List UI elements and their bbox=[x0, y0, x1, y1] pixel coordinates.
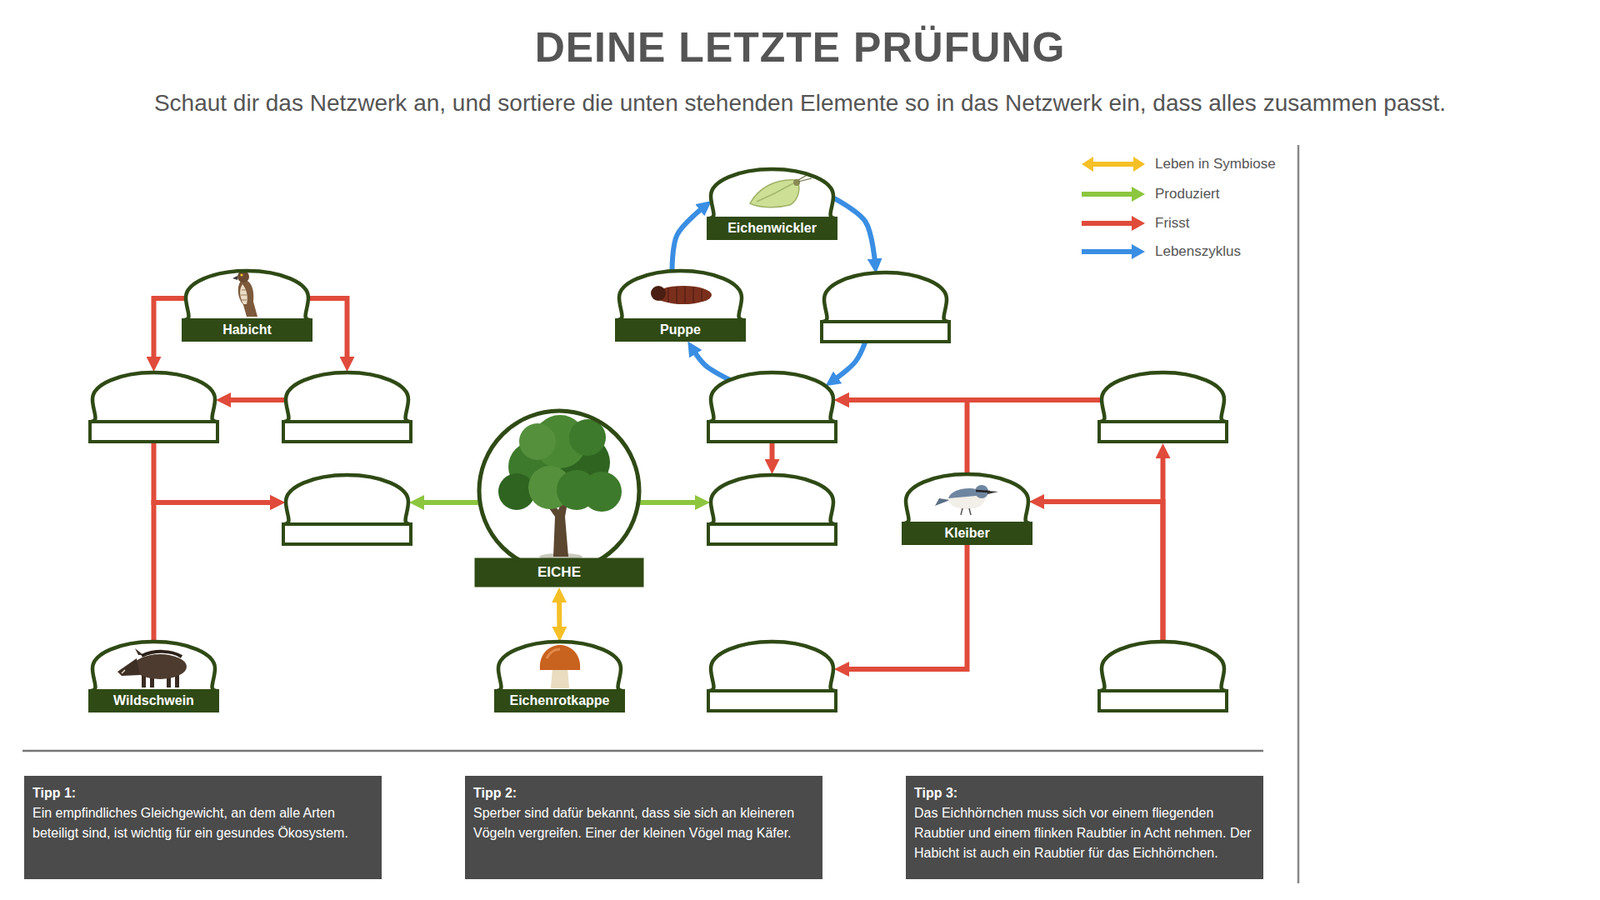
node-outline bbox=[475, 409, 643, 586]
legend-row: Lebenszyklus bbox=[1081, 242, 1241, 261]
node-label-bar: Eichenwickler bbox=[708, 218, 836, 239]
node-label: Eichenrotkappe bbox=[509, 693, 610, 709]
legend-swatch bbox=[1081, 242, 1147, 261]
node-outline bbox=[708, 370, 836, 442]
empty-slot bbox=[283, 472, 411, 545]
connector-arrow bbox=[154, 441, 278, 503]
node-label-bar: Kleiber bbox=[903, 523, 1031, 544]
connector-arrow bbox=[671, 205, 705, 272]
node-outline bbox=[708, 639, 836, 711]
connector-arrow bbox=[834, 198, 875, 265]
tip-box: Tipp 3:Das Eichhörnchen muss sich vor ei… bbox=[905, 775, 1264, 880]
node-outline bbox=[283, 370, 411, 442]
tip-box: Tipp 2:Sperber sind dafür bekannt, dass … bbox=[465, 775, 823, 880]
tip-body: Das Eichhörnchen muss sich vor einem fli… bbox=[914, 803, 1255, 864]
species-node: Eichenrotkappe bbox=[495, 639, 624, 711]
node-label: Wildschwein bbox=[113, 693, 195, 709]
node-label-bar: Wildschwein bbox=[90, 690, 218, 711]
nuthatch-icon bbox=[935, 485, 999, 515]
oak-tree-icon bbox=[498, 415, 622, 560]
legend-row: Produziert bbox=[1081, 185, 1220, 204]
species-node: Habicht bbox=[183, 268, 311, 340]
connector-arrow bbox=[154, 298, 186, 364]
node-label-bar: Eichenrotkappe bbox=[495, 690, 624, 711]
tree-node: EICHE bbox=[475, 409, 643, 586]
node-label-bar: EICHE bbox=[475, 559, 643, 586]
node-label: Kleiber bbox=[944, 525, 990, 541]
pupa-icon bbox=[650, 285, 712, 305]
node-label-bar: Habicht bbox=[183, 320, 311, 340]
node-label: Eichenwickler bbox=[727, 220, 817, 236]
tip-heading: Tipp 1: bbox=[32, 783, 374, 804]
node-label: Puppe bbox=[660, 322, 701, 338]
page-subtitle: Schaut dir das Netzwerk an, und sortiere… bbox=[0, 90, 1600, 117]
connector-arrow bbox=[842, 543, 968, 670]
empty-slot bbox=[708, 472, 836, 545]
legend-swatch bbox=[1081, 155, 1147, 174]
connector-arrow bbox=[637, 500, 702, 505]
empty-slot bbox=[708, 370, 836, 442]
connector-arrow bbox=[692, 348, 730, 380]
legend-row: Leben in Symbiose bbox=[1081, 155, 1276, 174]
connector-arrow bbox=[842, 400, 968, 475]
species-node: Kleiber bbox=[903, 471, 1031, 544]
empty-slot bbox=[90, 370, 218, 442]
moth-icon bbox=[750, 173, 812, 208]
node-outline bbox=[821, 270, 950, 342]
node-outline bbox=[283, 472, 411, 545]
separator-line bbox=[1297, 145, 1300, 884]
tip-heading: Tipp 2: bbox=[473, 783, 815, 804]
species-node: Puppe bbox=[616, 268, 745, 340]
empty-slot bbox=[821, 270, 950, 342]
empty-slot bbox=[283, 370, 411, 442]
page-title: DEINE LETZTE PRÜFUNG bbox=[0, 23, 1600, 72]
legend-text: Produziert bbox=[1155, 185, 1220, 203]
legend-text: Leben in Symbiose bbox=[1155, 155, 1276, 173]
connector-arrow bbox=[154, 502, 278, 642]
empty-slot bbox=[708, 639, 836, 711]
boar-icon bbox=[117, 648, 187, 688]
connector-arrow bbox=[417, 500, 481, 505]
separator-line bbox=[22, 750, 1264, 753]
tip-heading: Tipp 3: bbox=[914, 783, 1255, 804]
legend-text: Frisst bbox=[1155, 215, 1190, 232]
species-node: Wildschwein bbox=[90, 639, 218, 711]
node-outline bbox=[1099, 370, 1227, 442]
node-outline bbox=[708, 472, 836, 545]
connector-arrow bbox=[770, 441, 775, 466]
empty-slot bbox=[1099, 639, 1227, 711]
node-label: Habicht bbox=[222, 322, 272, 338]
species-node: Eichenwickler bbox=[708, 166, 836, 239]
hawk-icon bbox=[232, 270, 258, 317]
mushroom-icon bbox=[540, 645, 580, 689]
connector-arrow bbox=[309, 298, 348, 364]
connector-arrow bbox=[556, 595, 562, 634]
legend-row: Frisst bbox=[1081, 214, 1190, 233]
legend-swatch bbox=[1081, 185, 1147, 204]
tip-body: Ein empfindliches Gleichgewicht, an dem … bbox=[32, 803, 374, 844]
node-label: EICHE bbox=[537, 564, 581, 581]
node-label-bar: Puppe bbox=[616, 320, 745, 340]
legend-swatch bbox=[1081, 214, 1147, 233]
connector-arrow bbox=[224, 397, 285, 403]
tip-box: Tipp 1:Ein empfindliches Gleichgewicht, … bbox=[24, 775, 382, 880]
tip-body: Sperber sind dafür bekannt, dass sie sic… bbox=[473, 803, 815, 844]
connector-arrow bbox=[1037, 501, 1164, 642]
node-outline bbox=[1099, 639, 1227, 711]
connector-arrow bbox=[832, 341, 866, 382]
empty-slot bbox=[1099, 370, 1227, 442]
legend-text: Lebenszyklus bbox=[1155, 243, 1241, 260]
node-outline bbox=[90, 370, 218, 442]
